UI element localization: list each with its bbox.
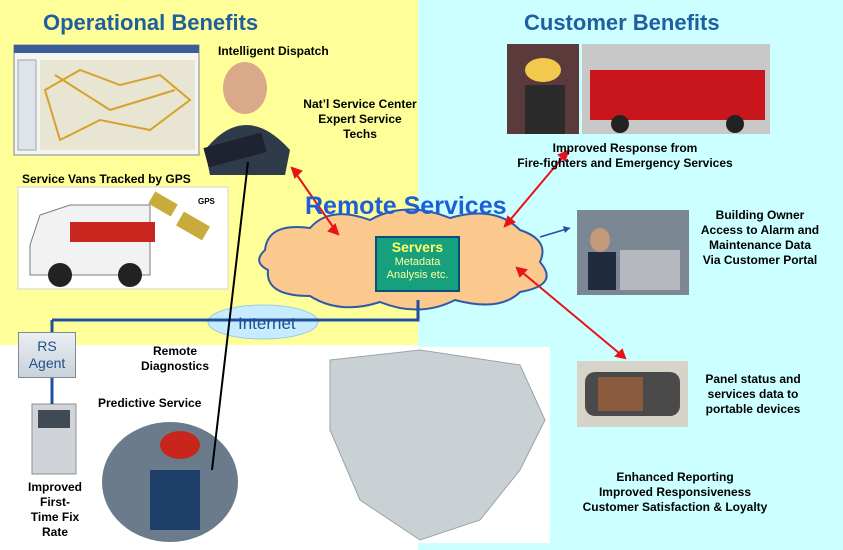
internet-cloud bbox=[207, 304, 319, 340]
reporting-line3: Customer Satisfaction & Loyalty bbox=[582, 500, 768, 514]
service-van-image bbox=[17, 186, 229, 290]
owner-line4: Via Customer Portal bbox=[702, 253, 818, 267]
fix-line3: Time Fix bbox=[30, 510, 80, 524]
improved-response-label: Improved Response from Fire-fighters and… bbox=[495, 141, 755, 171]
panel-line2: services data to bbox=[707, 387, 799, 401]
rs-agent-line1: RS bbox=[37, 338, 57, 354]
panel-status-label: Panel status and services data to portab… bbox=[688, 372, 818, 417]
fire-truck-photo bbox=[582, 44, 770, 134]
portable-device-photo bbox=[577, 361, 688, 427]
operational-benefits-heading: Operational Benefits bbox=[43, 10, 259, 35]
service-center-operator-image bbox=[203, 62, 290, 175]
service-center-line3: Techs bbox=[343, 127, 377, 141]
field-tech-line bbox=[211, 161, 249, 471]
fix-line4: Rate bbox=[41, 525, 68, 539]
north-america-map-image bbox=[312, 347, 550, 543]
remote-services-label: Remote Services bbox=[305, 192, 507, 220]
service-vans-label: Service Vans Tracked by GPS bbox=[22, 172, 191, 186]
first-time-fix-label: Improved First- Time Fix Rate bbox=[15, 480, 95, 540]
servers-analysis: Analysis etc. bbox=[386, 269, 449, 281]
remote-diagnostics-label: Remote Diagnostics bbox=[135, 344, 215, 374]
remote-diagnostics-line1: Remote bbox=[152, 344, 197, 358]
servers-title: Servers bbox=[391, 239, 444, 255]
reporting-line1: Enhanced Reporting bbox=[616, 470, 734, 484]
arrow-service-center bbox=[291, 167, 339, 235]
building-owner-photo bbox=[577, 210, 689, 295]
building-owner-label: Building Owner Access to Alarm and Maint… bbox=[690, 208, 830, 268]
enhanced-reporting-label: Enhanced Reporting Improved Responsivene… bbox=[560, 470, 790, 515]
connection-arrows bbox=[290, 149, 627, 360]
gps-label: GPS bbox=[198, 197, 215, 206]
reporting-line2: Improved Responsiveness bbox=[598, 485, 752, 499]
owner-line3: Maintenance Data bbox=[708, 238, 812, 252]
intelligent-dispatch-label: Intelligent Dispatch bbox=[218, 44, 329, 58]
arrow-firefighters bbox=[504, 150, 569, 227]
response-line1: Improved Response from bbox=[552, 141, 698, 155]
service-center-label: Nat’l Service Center Expert Service Tech… bbox=[290, 97, 430, 142]
servers-metadata: Metadata bbox=[394, 256, 441, 268]
network-line bbox=[52, 300, 420, 322]
owner-line1: Building Owner bbox=[715, 208, 805, 222]
panel-line1: Panel status and bbox=[705, 372, 801, 386]
remote-diagnostics-line2: Diagnostics bbox=[140, 359, 209, 373]
technician-photo bbox=[102, 422, 238, 542]
arrow-portable bbox=[516, 267, 626, 359]
rs-agent-box: RS Agent bbox=[18, 332, 76, 378]
dispatch-screen-image bbox=[13, 44, 200, 156]
internet-label: Internet bbox=[238, 314, 296, 333]
service-center-line2: Expert Service bbox=[318, 112, 402, 126]
owner-line2: Access to Alarm and bbox=[700, 223, 820, 237]
servers-box: Servers Metadata Analysis etc. bbox=[375, 236, 460, 292]
fix-line2: First- bbox=[40, 495, 70, 509]
rs-agent-line2: Agent bbox=[28, 355, 66, 371]
panel-line3: portable devices bbox=[705, 402, 801, 416]
fix-line1: Improved bbox=[27, 480, 82, 494]
customer-benefits-heading: Customer Benefits bbox=[524, 10, 720, 35]
alarm-panel-image bbox=[31, 403, 77, 475]
service-center-line1: Nat’l Service Center bbox=[303, 97, 417, 111]
firefighter-photo bbox=[507, 44, 579, 134]
response-line2: Fire-fighters and Emergency Services bbox=[517, 156, 733, 170]
predictive-service-label: Predictive Service bbox=[98, 396, 202, 410]
